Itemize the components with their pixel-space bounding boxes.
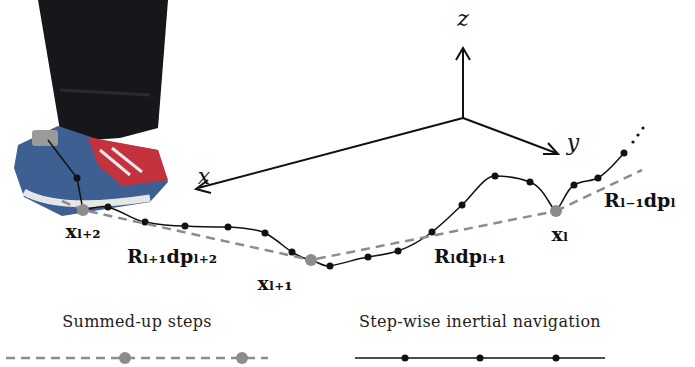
- position-marker: xₗ: [550, 205, 562, 217]
- inertial-track: [83, 126, 645, 269]
- shoe-photo: [14, 0, 168, 216]
- legend-text: Summed-up steps: [62, 312, 211, 331]
- summed-step-line: [317, 212, 550, 259]
- coordinate-axes: [196, 48, 558, 193]
- step-vector-label: Rₗdpₗ₊₁: [434, 245, 506, 267]
- axis-label: y: [567, 130, 579, 155]
- position-label: xₗ₊₂: [65, 220, 100, 242]
- position-marker: xₗ₊₁: [305, 254, 317, 266]
- position-marker: xₗ₊₂: [77, 204, 89, 216]
- legend-samples: [6, 352, 605, 364]
- step-vector-label: Rₗ₋₁dpₗ: [604, 189, 676, 211]
- axis-label: z: [457, 6, 469, 31]
- position-label: xₗ₊₁: [257, 272, 292, 294]
- step-vector-label: Rₗ₊₁dpₗ₊₂: [127, 245, 217, 267]
- legend-text: Step-wise inertial navigation: [359, 312, 601, 331]
- position-label: xₗ: [552, 223, 569, 245]
- axis-label: x: [198, 164, 210, 189]
- sensor-lead: [48, 140, 83, 210]
